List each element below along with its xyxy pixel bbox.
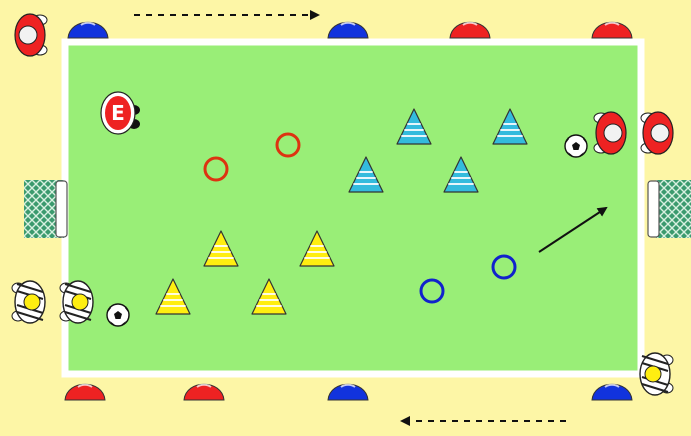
red-marker-disc	[591, 21, 633, 39]
soccer-ball	[564, 134, 588, 158]
soccer-balls	[106, 134, 588, 327]
right-goal	[647, 180, 691, 238]
yellow-cone	[299, 230, 335, 267]
red-marker-disc	[449, 21, 491, 39]
light-blue-cone	[443, 156, 479, 193]
red-team-player	[14, 13, 48, 57]
red-marker-disc	[183, 383, 225, 401]
yellow-team-player	[639, 352, 674, 396]
coach-label: E	[111, 101, 125, 125]
light-blue-cone	[396, 108, 432, 145]
yellow-team-player	[59, 280, 94, 324]
marker-discs	[64, 21, 633, 401]
red-team-player	[593, 111, 627, 155]
light-blue-cone	[348, 156, 384, 193]
red-team-player	[640, 111, 674, 155]
yellow-cone	[203, 230, 239, 267]
red-marker-disc	[64, 383, 106, 401]
soccer-ball	[106, 303, 130, 327]
orange-ring	[203, 156, 229, 182]
left-goal	[24, 180, 68, 238]
arrow-diagonal	[538, 206, 608, 253]
coach-player: E	[100, 91, 140, 135]
players	[11, 13, 674, 396]
training-cones	[155, 108, 528, 315]
blue-marker-disc	[327, 21, 369, 39]
orange-ring	[275, 132, 301, 158]
blue-ring	[491, 254, 517, 280]
blue-marker-disc	[67, 21, 109, 39]
blue-marker-disc	[591, 383, 633, 401]
blue-marker-disc	[327, 383, 369, 401]
blue-ring	[419, 278, 445, 304]
rings	[203, 132, 517, 304]
light-blue-cone	[492, 108, 528, 145]
yellow-cone	[155, 278, 191, 315]
yellow-cone	[251, 278, 287, 315]
pitch	[61, 38, 645, 378]
yellow-team-player	[11, 280, 46, 324]
